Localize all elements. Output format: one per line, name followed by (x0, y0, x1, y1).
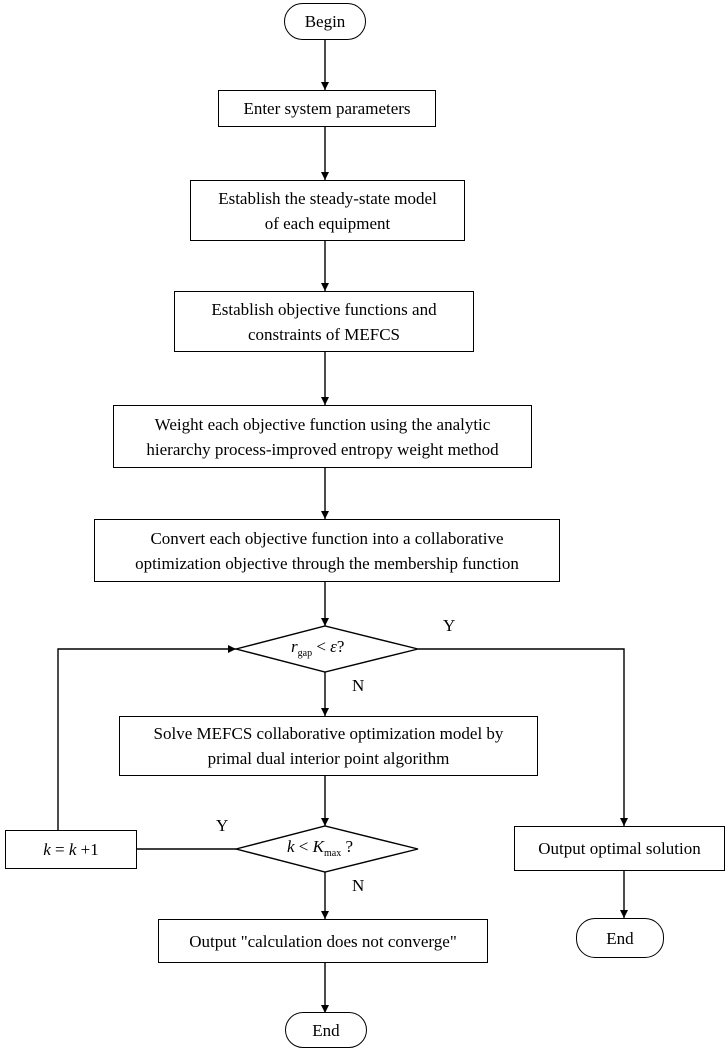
output-nonconverge-box: Output "calculation does not converge" (158, 919, 488, 963)
end-left-label: End (312, 1020, 340, 1040)
output-optimal-label: Output optimal solution (538, 839, 701, 858)
steady-state-label: Establish the steady-state model of each… (218, 188, 437, 233)
decision-gap-shape (233, 625, 419, 673)
begin-terminal: Begin (284, 3, 366, 40)
k-no-label: N (352, 876, 365, 895)
objective-constraints-label: Establish objective functions and constr… (211, 299, 437, 344)
solve-model-box: Solve MEFCS collaborative optimization m… (119, 716, 538, 776)
enter-parameters-label: Enter system parameters (243, 99, 411, 118)
gap-yes-label: Y (443, 616, 456, 635)
begin-label: Begin (304, 12, 346, 31)
end-terminal-left: End (285, 1012, 367, 1048)
weight-objectives-label: Weight each objective function using the… (146, 414, 499, 459)
objective-constraints-box: Establish objective functions and constr… (174, 291, 474, 352)
k-yes-label: Y (216, 816, 229, 835)
convert-objectives-box: Convert each objective function into a c… (94, 519, 560, 582)
end-terminal-right: End (576, 918, 664, 958)
increment-k-label: k = k +1 (43, 840, 99, 859)
arrow-gap-yes-to-optimal (418, 648, 628, 826)
output-optimal-box: Output optimal solution (514, 826, 725, 871)
decision-k-shape (233, 825, 419, 873)
convert-objectives-label: Convert each objective function into a c… (135, 528, 519, 573)
decision-gap-text: rgap < ε? (291, 637, 345, 659)
output-nonconverge-label: Output "calculation does not converge" (189, 931, 457, 951)
enter-parameters-box: Enter system parameters (218, 90, 436, 127)
steady-state-box: Establish the steady-state model of each… (190, 180, 465, 241)
increment-k-box: k = k +1 (5, 830, 137, 869)
weight-objectives-box: Weight each objective function using the… (113, 405, 532, 468)
decision-k-text: k < Kmax ? (287, 837, 353, 859)
arrow-increment-to-gap (57, 645, 236, 830)
gap-no-label: N (352, 676, 365, 695)
solve-model-label: Solve MEFCS collaborative optimization m… (153, 724, 504, 768)
end-right-label: End (606, 928, 634, 948)
